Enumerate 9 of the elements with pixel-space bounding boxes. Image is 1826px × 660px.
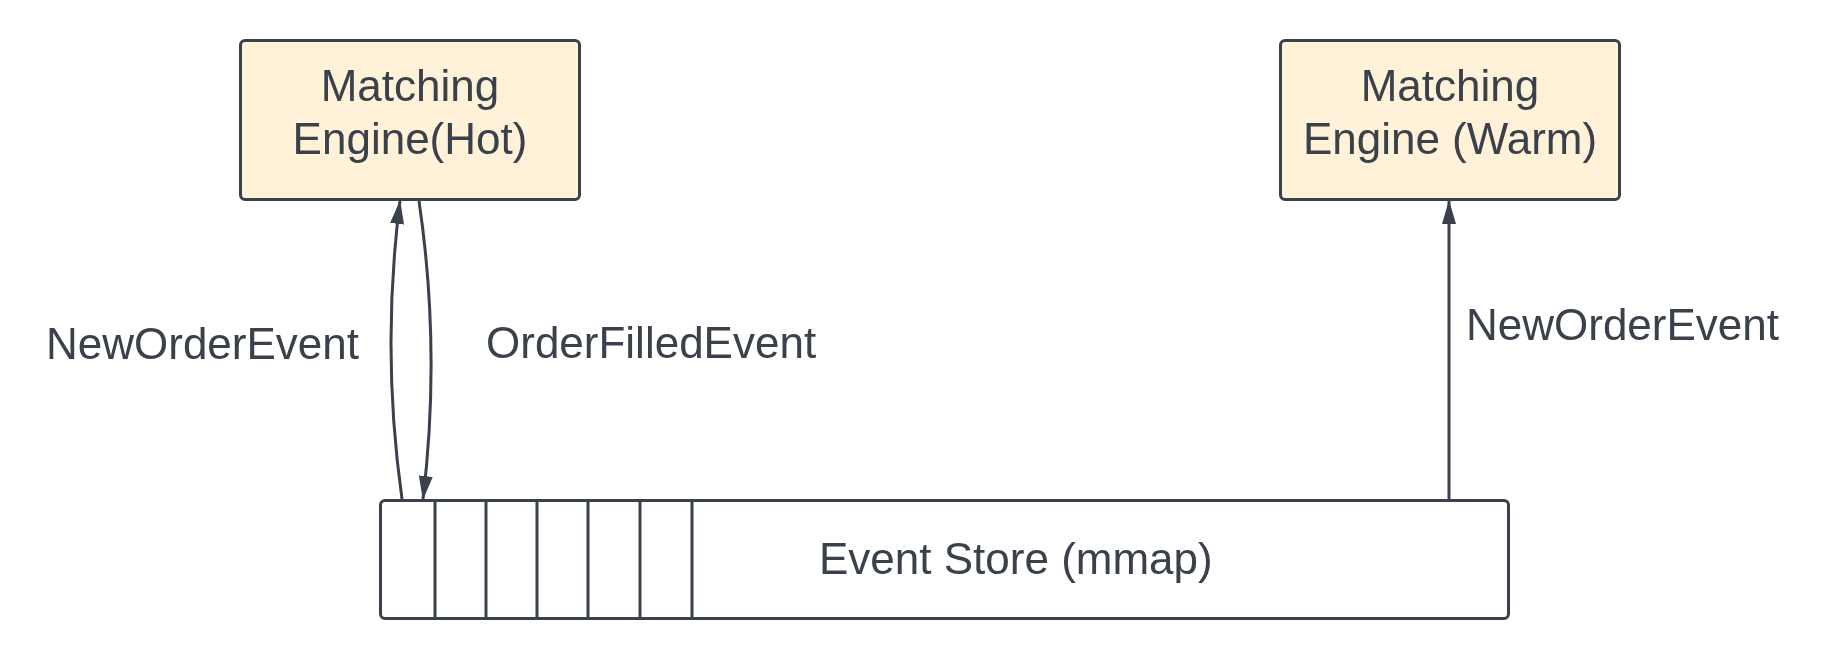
node-label: Event Store (mmap) (819, 533, 1213, 586)
event-store-box (379, 499, 1510, 620)
arrow (417, 200, 433, 500)
node-label: Matching Engine (Warm) (1301, 60, 1599, 165)
process-box (1279, 39, 1621, 201)
arrow (1442, 200, 1456, 499)
arrow (389, 200, 405, 500)
process-box (239, 39, 581, 201)
node-label: Matching Engine(Hot) (291, 60, 529, 165)
